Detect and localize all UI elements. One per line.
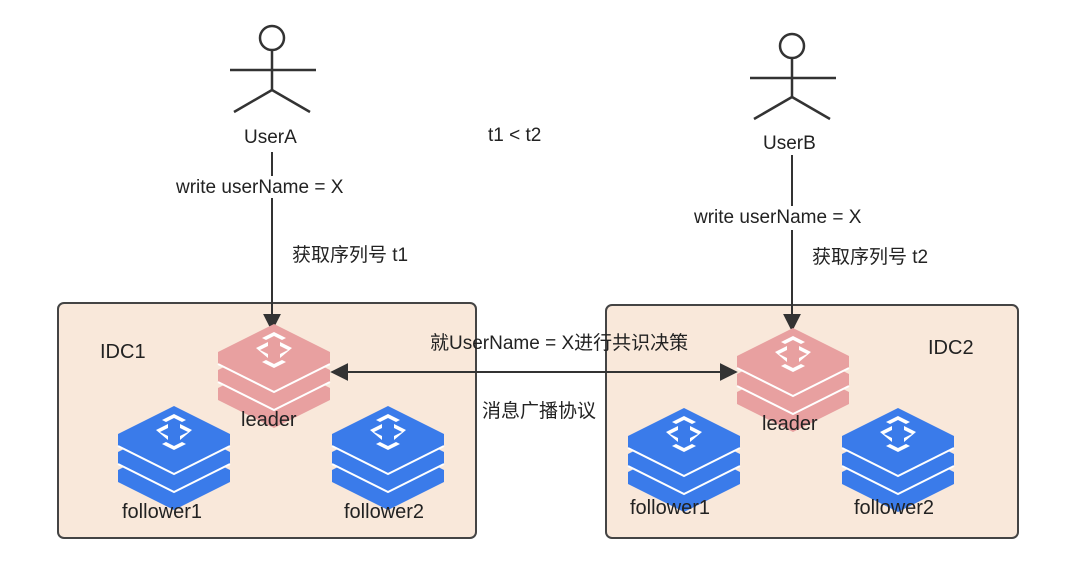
idc2-follower2-label: follower2 [854, 497, 935, 519]
user-a-sequence: 获取序列号 t1 [292, 245, 409, 266]
user-a-action: write userName = X [176, 177, 344, 198]
idc2-leader-label: leader [762, 413, 818, 435]
protocol-label: 消息广播协议 [482, 401, 597, 422]
idc1-leader-label: leader [241, 409, 297, 431]
idc1-follower1-label: follower1 [122, 501, 203, 523]
consensus-label: 就UserName = X进行共识决策 [430, 333, 689, 354]
idc2-follower1-label: follower1 [630, 497, 711, 519]
user-b-icon [750, 32, 836, 121]
user-b-action: write userName = X [694, 207, 862, 228]
user-a-name: UserA [244, 127, 297, 148]
idc1-follower2-label: follower2 [344, 501, 425, 523]
idc1-name: IDC1 [100, 341, 146, 363]
idc2-name: IDC2 [928, 337, 974, 359]
user-a-icon [230, 24, 316, 114]
user-b-sequence: 获取序列号 t2 [812, 247, 929, 268]
user-b-name: UserB [763, 133, 816, 154]
time-relation-label: t1 < t2 [488, 125, 542, 146]
